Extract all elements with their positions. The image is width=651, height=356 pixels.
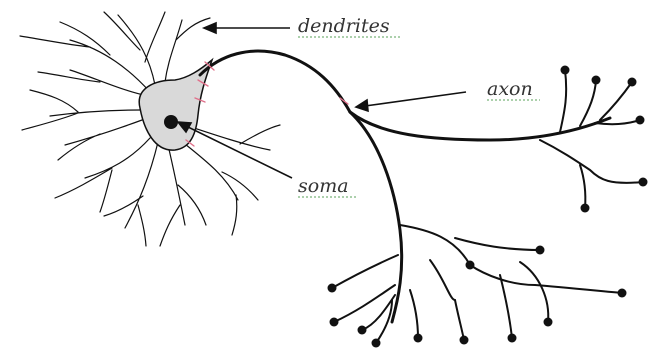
terminal-bouton bbox=[414, 334, 423, 343]
terminal-bouton bbox=[618, 289, 627, 298]
dendrite-branch bbox=[185, 125, 280, 150]
terminal-bouton bbox=[581, 204, 590, 213]
axon-terminal-branch bbox=[580, 165, 585, 208]
terminal-bouton bbox=[636, 116, 645, 125]
terminal-bouton bbox=[466, 261, 475, 270]
terminal-bouton bbox=[561, 66, 570, 75]
terminal-bouton bbox=[544, 318, 553, 327]
axon-terminal-branch bbox=[520, 262, 548, 322]
axon-tree bbox=[200, 51, 610, 322]
dendrite-branch bbox=[22, 90, 140, 130]
axon-terminal-branch bbox=[400, 225, 470, 265]
axon-down bbox=[350, 112, 402, 322]
axon-terminal-branch bbox=[580, 80, 596, 126]
axon-terminal-branch bbox=[600, 82, 632, 120]
dendrites-arrow-head bbox=[204, 23, 216, 33]
axon-arrow-head bbox=[356, 100, 368, 111]
axon-terminals bbox=[332, 70, 643, 343]
axon-terminal-branch bbox=[560, 70, 566, 132]
axon-terminal-branch bbox=[332, 255, 398, 288]
axon-trunk bbox=[200, 51, 350, 112]
dendrite-branch bbox=[160, 145, 206, 246]
dendrite-branch bbox=[180, 140, 258, 235]
axon-terminal-branch bbox=[455, 300, 464, 340]
axon-terminal-branch bbox=[410, 290, 418, 338]
terminal-bouton bbox=[639, 178, 648, 187]
axon-terminal-branch bbox=[500, 275, 512, 338]
labels: dendrites axon soma bbox=[298, 15, 540, 197]
label-dendrites: dendrites bbox=[298, 15, 390, 37]
terminal-bouton bbox=[372, 339, 381, 348]
dendrite-branch bbox=[20, 22, 150, 92]
annotation-arrows bbox=[178, 23, 466, 178]
terminal-bouton bbox=[628, 78, 637, 87]
nucleus bbox=[164, 115, 178, 129]
dendrite-branch bbox=[58, 120, 142, 160]
dendrite-branch bbox=[104, 142, 158, 246]
terminal-bouton bbox=[330, 318, 339, 327]
dendrite-branch bbox=[104, 12, 165, 85]
axon-terminal-branch bbox=[334, 285, 395, 322]
axon-terminal-branch bbox=[455, 238, 540, 250]
axon-terminal-branch bbox=[376, 300, 392, 343]
terminal-bouton bbox=[536, 246, 545, 255]
terminal-bouton bbox=[592, 76, 601, 85]
axon-arrow-line bbox=[365, 92, 466, 106]
terminal-bouton bbox=[328, 284, 337, 293]
label-soma: soma bbox=[298, 175, 349, 197]
terminal-bouton bbox=[508, 334, 517, 343]
terminal-bouton bbox=[358, 326, 367, 335]
terminal-bouton bbox=[460, 336, 469, 345]
axon-terminal-branch bbox=[470, 265, 622, 293]
soma-arrow-line bbox=[186, 126, 292, 178]
axon-terminal-branch bbox=[430, 260, 455, 300]
label-axon: axon bbox=[487, 78, 533, 100]
axon-main bbox=[350, 112, 610, 140]
synaptic-terminals bbox=[328, 66, 648, 348]
axon-terminal-branch bbox=[540, 140, 643, 183]
